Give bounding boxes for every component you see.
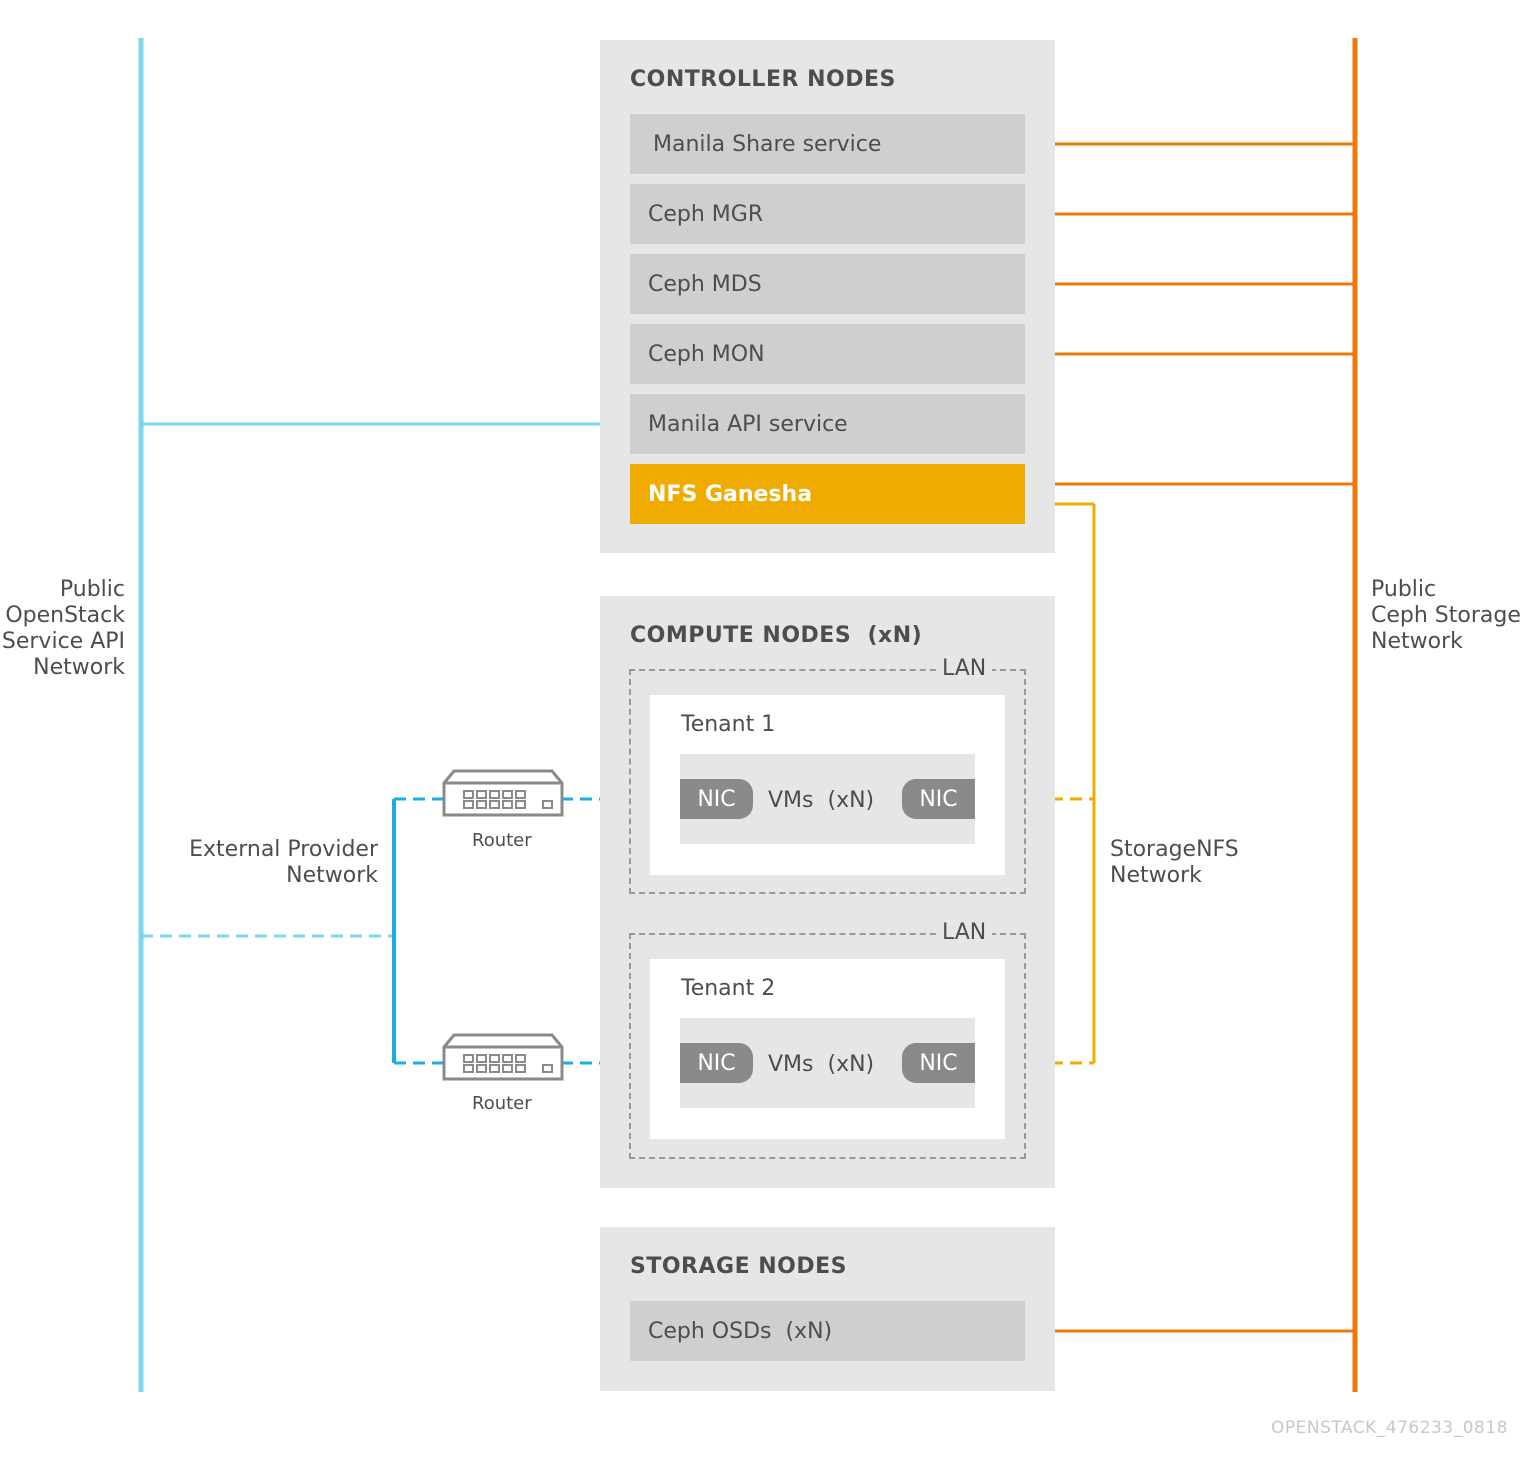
lan-box-1 xyxy=(629,669,1026,894)
vms-label-1: VMs (xN) xyxy=(768,788,875,813)
nfs-ganesha-service: NFS Ganesha xyxy=(630,464,1025,524)
api-network-label: Public OpenStack Service API Network xyxy=(1,577,125,680)
router-icon xyxy=(442,1033,564,1081)
vms-label-2: VMs (xN) xyxy=(768,1052,875,1077)
compute-nodes-title: COMPUTE NODES (xN) xyxy=(630,623,923,648)
ceph-mon-service: Ceph MON xyxy=(630,324,1025,384)
tenant-label-1: Tenant 1 xyxy=(681,712,776,737)
router-icon xyxy=(442,769,564,817)
ceph-mds-service: Ceph MDS xyxy=(630,254,1025,314)
controller-nodes-title: CONTROLLER NODES xyxy=(630,67,896,92)
nic-right-1: NIC xyxy=(902,779,975,819)
diagram-id-watermark: OPENSTACK_476233_0818 xyxy=(1271,1418,1508,1438)
lan-label-2: LAN xyxy=(936,920,993,945)
tenant-label-2: Tenant 2 xyxy=(681,976,776,1001)
nic-left-1: NIC xyxy=(680,779,753,819)
manila-share-service: Manila Share service xyxy=(630,114,1025,174)
router-label-1: Router xyxy=(472,830,532,851)
ceph-mgr-service: Ceph MGR xyxy=(630,184,1025,244)
manila-api-service: Manila API service xyxy=(630,394,1025,454)
storage-network-label: Public Ceph Storage Network xyxy=(1371,577,1520,654)
lan-label-1: LAN xyxy=(936,656,993,681)
nic-left-2: NIC xyxy=(680,1043,753,1083)
storage-nodes-title: STORAGE NODES xyxy=(630,1254,848,1279)
ceph-osds-service: Ceph OSDs (xN) xyxy=(630,1301,1025,1361)
storagenfs-label: StorageNFS Network xyxy=(1110,837,1239,888)
router-label-2: Router xyxy=(472,1093,532,1114)
external-provider-label: External Provider Network xyxy=(189,837,378,888)
nic-right-2: NIC xyxy=(902,1043,975,1083)
lan-box-2 xyxy=(629,933,1026,1159)
